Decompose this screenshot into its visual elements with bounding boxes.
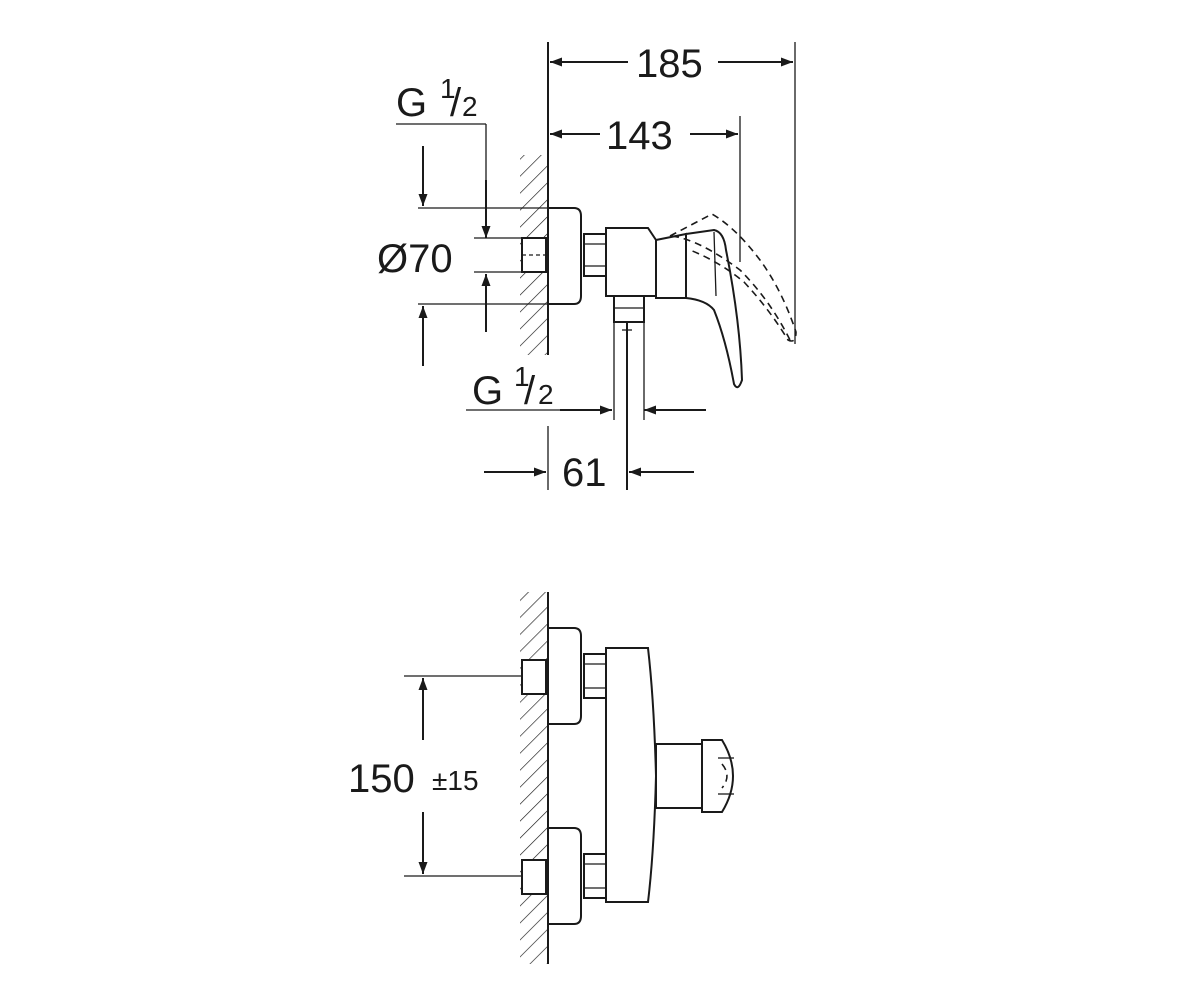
lever-handle	[685, 228, 744, 389]
handle-base-top	[655, 232, 687, 299]
outlet-nozzle-top	[613, 295, 645, 323]
escutcheon-top	[547, 207, 582, 305]
side-view: Ø70 G 1 / 2 185 143 G 1 /	[377, 42, 797, 495]
hex-nut-upper	[583, 653, 607, 699]
thread-label-bottom: G 1 / 2	[472, 361, 554, 413]
dim-150-tolerance: ±15	[432, 765, 479, 796]
dim-150: 150	[348, 757, 415, 801]
supply-stub-upper	[521, 659, 547, 695]
escutcheon-lower	[547, 827, 582, 925]
handle-cap	[701, 739, 734, 813]
diameter-label: Ø70	[377, 237, 453, 281]
svg-text:2: 2	[538, 379, 554, 410]
svg-text:G: G	[396, 81, 427, 125]
svg-text:G: G	[472, 369, 503, 413]
supply-stub-lower	[521, 859, 547, 895]
svg-text:/: /	[450, 81, 462, 125]
svg-text:2: 2	[462, 91, 478, 122]
front-view: 150 ±15	[348, 592, 734, 964]
escutcheon-upper	[547, 627, 582, 725]
hex-nut-top	[583, 233, 607, 277]
svg-text:/: /	[524, 369, 536, 413]
thread-label-top: G 1 / 2	[396, 73, 478, 125]
hex-nut-lower	[583, 853, 607, 899]
lever-open-dashed	[669, 213, 797, 342]
wall-hatch-bottom	[520, 592, 548, 964]
dim-61: 61	[562, 451, 607, 495]
handle-cylinder	[655, 743, 703, 809]
svg-text:1: 1	[440, 73, 456, 104]
dim-143: 143	[606, 114, 673, 158]
svg-text:1: 1	[514, 361, 530, 392]
mixer-body-top	[605, 227, 657, 297]
dim-185: 185	[636, 42, 703, 86]
mixer-body-front	[605, 647, 658, 903]
